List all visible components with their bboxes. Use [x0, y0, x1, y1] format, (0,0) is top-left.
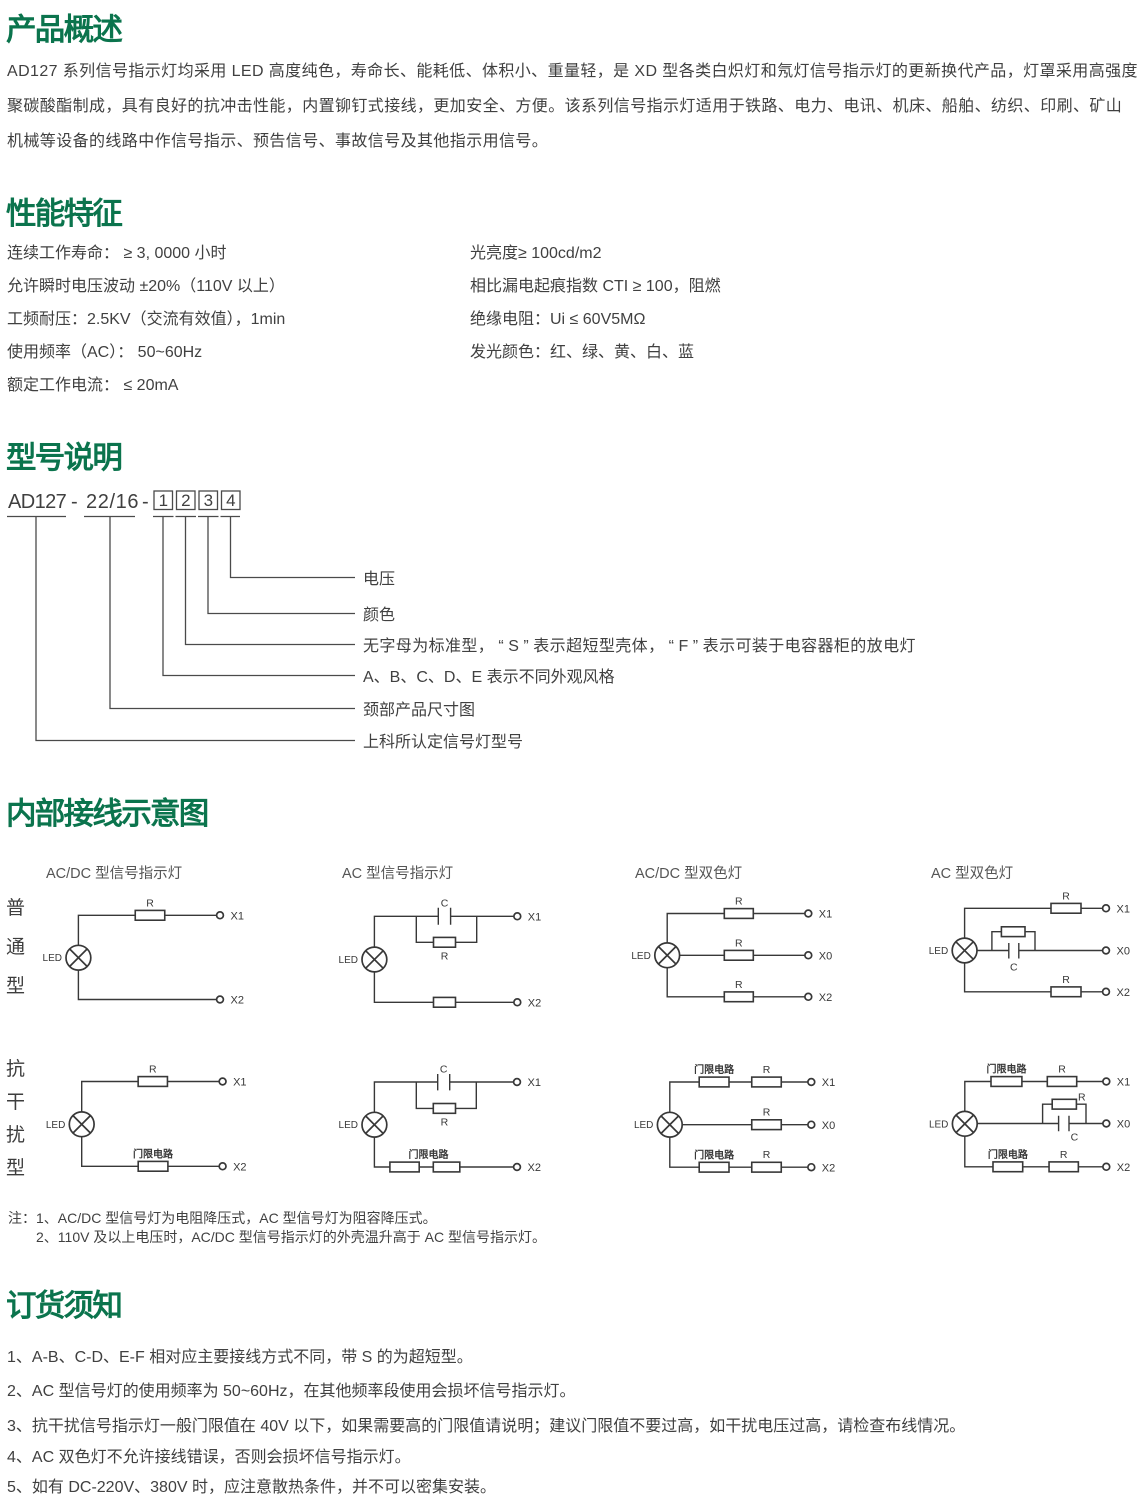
- svg-text:R: R: [441, 951, 449, 963]
- svg-text:R: R: [735, 979, 743, 991]
- svg-text:R: R: [1060, 1149, 1068, 1161]
- svg-text:X1: X1: [528, 912, 541, 924]
- svg-text:LED: LED: [43, 953, 62, 964]
- svg-text:R: R: [763, 1149, 771, 1161]
- svg-text:门限电路: 门限电路: [133, 1148, 174, 1161]
- svg-text:门限电路: 门限电路: [694, 1148, 735, 1161]
- svg-text:4: 4: [226, 491, 235, 510]
- svg-text:R: R: [735, 937, 743, 949]
- svg-text:R: R: [1062, 890, 1070, 902]
- svg-text:X2: X2: [819, 992, 832, 1004]
- svg-text:X2: X2: [231, 995, 244, 1007]
- svg-text:R: R: [763, 1064, 771, 1076]
- svg-text:门限电路: 门限电路: [409, 1148, 450, 1161]
- svg-text:X0: X0: [1117, 946, 1130, 958]
- svg-text:X2: X2: [528, 998, 541, 1010]
- svg-text:1: 1: [159, 491, 168, 510]
- svg-text:LED: LED: [929, 946, 948, 957]
- svg-text:LED: LED: [339, 955, 358, 966]
- svg-text:R: R: [146, 897, 154, 909]
- svg-text:C: C: [1071, 1131, 1079, 1143]
- svg-text:R: R: [441, 1116, 449, 1128]
- svg-text:X1: X1: [1117, 904, 1130, 916]
- svg-text:X0: X0: [819, 951, 832, 963]
- svg-text:X2: X2: [1117, 1162, 1130, 1174]
- svg-text:X1: X1: [819, 909, 832, 921]
- svg-text:X0: X0: [1117, 1119, 1130, 1131]
- svg-text:R: R: [763, 1107, 771, 1119]
- svg-text:LED: LED: [339, 1120, 358, 1131]
- svg-text:X1: X1: [1117, 1077, 1130, 1089]
- svg-text:R: R: [149, 1064, 157, 1076]
- svg-text:3: 3: [204, 491, 213, 510]
- svg-text:LED: LED: [631, 951, 650, 962]
- svg-text:X1: X1: [233, 1077, 246, 1089]
- svg-text:C: C: [441, 898, 449, 910]
- svg-text:R: R: [1062, 974, 1070, 986]
- svg-text:X0: X0: [822, 1120, 835, 1132]
- svg-text:R: R: [1058, 1064, 1066, 1076]
- svg-text:X1: X1: [231, 911, 244, 923]
- svg-text:X1: X1: [528, 1077, 541, 1089]
- svg-text:X1: X1: [822, 1077, 835, 1089]
- svg-text:R: R: [1078, 1091, 1086, 1103]
- svg-text:LED: LED: [46, 1120, 65, 1131]
- svg-text:LED: LED: [929, 1119, 948, 1130]
- svg-text:X2: X2: [822, 1162, 835, 1174]
- svg-text:LED: LED: [634, 1120, 653, 1131]
- svg-text:X2: X2: [233, 1162, 246, 1174]
- svg-text:门限电路: 门限电路: [694, 1063, 735, 1076]
- svg-text:C: C: [1010, 962, 1018, 974]
- svg-text:R: R: [735, 896, 743, 908]
- svg-text:门限电路: 门限电路: [988, 1148, 1029, 1161]
- svg-text:C: C: [440, 1063, 448, 1075]
- svg-text:2: 2: [181, 491, 190, 510]
- svg-text:门限电路: 门限电路: [987, 1063, 1028, 1076]
- svg-text:X2: X2: [1117, 987, 1130, 999]
- svg-text:X2: X2: [528, 1162, 541, 1174]
